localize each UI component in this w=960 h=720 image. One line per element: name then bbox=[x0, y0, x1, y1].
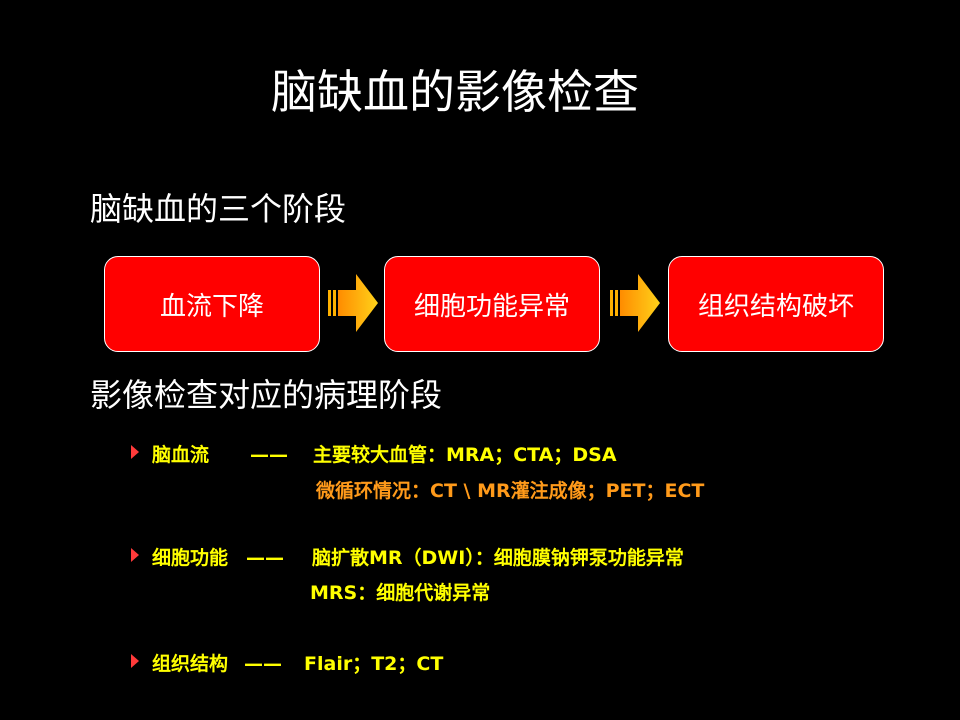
section-heading-stages: 脑缺血的三个阶段 bbox=[90, 190, 347, 228]
stage-box-blood-flow: 血流下降 bbox=[104, 256, 320, 352]
arrow-right-icon bbox=[328, 274, 378, 332]
list-item-label: 组织结构 bbox=[152, 653, 229, 675]
bullet-icon bbox=[131, 548, 139, 562]
list-item-detail-secondary: MRS：细胞代谢异常 bbox=[310, 582, 491, 604]
bullet-icon bbox=[131, 445, 139, 459]
stage-label: 血流下降 bbox=[159, 291, 264, 322]
page-title: 脑缺血的影像检查 bbox=[271, 65, 639, 119]
list-item-dash: —— bbox=[250, 444, 288, 466]
stage-box-cell-function: 细胞功能异常 bbox=[384, 256, 600, 352]
list-item-detail-secondary: 微循环情况：CT \ MR灌注成像；PET；ECT bbox=[316, 480, 705, 502]
list-item-dash: —— bbox=[246, 547, 284, 569]
list-item-label: 细胞功能 bbox=[152, 547, 229, 569]
list-item-dash: —— bbox=[244, 653, 282, 675]
list-item-label: 脑血流 bbox=[152, 444, 210, 466]
list-item-detail: Flair；T2；CT bbox=[304, 653, 444, 675]
stage-label: 细胞功能异常 bbox=[413, 291, 570, 322]
arrow-right-icon bbox=[610, 274, 660, 332]
stage-box-tissue-structure: 组织结构破坏 bbox=[668, 256, 884, 352]
stage-label: 组织结构破坏 bbox=[697, 291, 854, 322]
bullet-icon bbox=[131, 654, 139, 668]
section-heading-imaging: 影像检查对应的病理阶段 bbox=[90, 376, 443, 414]
list-item-detail: 脑扩散MR（DWI）：细胞膜钠钾泵功能异常 bbox=[312, 547, 684, 569]
list-item-detail: 主要较大血管：MRA；CTA；DSA bbox=[313, 444, 617, 466]
